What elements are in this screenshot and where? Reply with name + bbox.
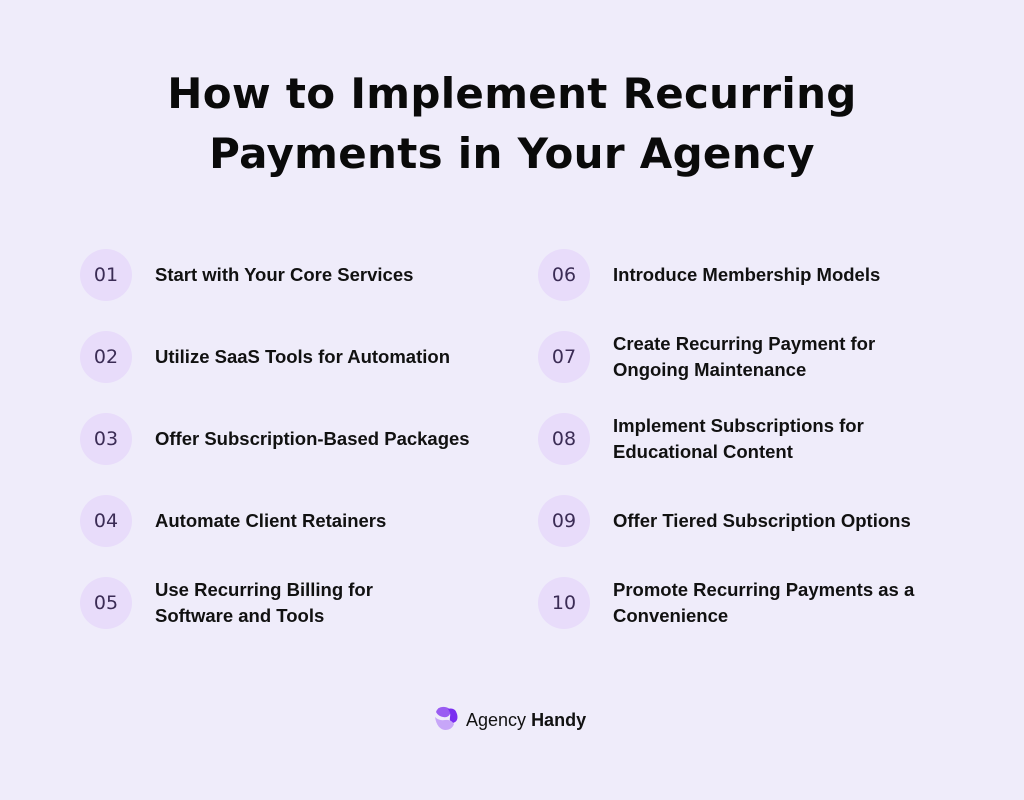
step-number-badge: 01 (80, 249, 132, 301)
step-number-badge: 07 (538, 331, 590, 383)
brand-name-bold: Handy (531, 710, 587, 730)
step-number-badge: 08 (538, 413, 590, 465)
step-number-badge: 06 (538, 249, 590, 301)
step-number-badge: 09 (538, 495, 590, 547)
right-steps-column: 06 Introduce Membership Models 07 Create… (538, 249, 978, 659)
title-line-1: How to Implement Recurring (167, 69, 857, 118)
step-item: 10 Promote Recurring Payments as a Conve… (538, 577, 978, 629)
step-number-badge: 03 (80, 413, 132, 465)
brand-name-regular: Agency (466, 710, 527, 730)
step-item: 07 Create Recurring Payment for Ongoing … (538, 331, 978, 383)
step-label: Promote Recurring Payments as a Convenie… (613, 579, 915, 626)
step-item: 02 Utilize SaaS Tools for Automation (80, 331, 520, 383)
step-number-badge: 05 (80, 577, 132, 629)
step-label: Use Recurring Billing for Software and T… (155, 579, 373, 626)
brand-name: Agency Handy (466, 710, 586, 731)
step-label: Implement Subscriptions for Educational … (613, 415, 864, 462)
step-item: 09 Offer Tiered Subscription Options (538, 495, 978, 547)
left-steps-column: 01 Start with Your Core Services 02 Util… (80, 249, 520, 659)
step-item: 06 Introduce Membership Models (538, 249, 978, 301)
step-item: 01 Start with Your Core Services (80, 249, 520, 301)
step-label: Introduce Membership Models (613, 264, 881, 285)
step-label: Create Recurring Payment for Ongoing Mai… (613, 333, 876, 380)
step-label: Automate Client Retainers (155, 510, 387, 531)
page-title: How to Implement Recurring Payments in Y… (0, 64, 1024, 184)
step-number-badge: 04 (80, 495, 132, 547)
step-item: 05 Use Recurring Billing for Software an… (80, 577, 520, 629)
step-item: 03 Offer Subscription-Based Packages (80, 413, 520, 465)
title-line-2: Payments in Your Agency (209, 129, 815, 178)
step-label: Offer Subscription-Based Packages (155, 428, 470, 449)
step-number-badge: 02 (80, 331, 132, 383)
brand-logo: Agency Handy (432, 704, 586, 737)
step-number-badge: 10 (538, 577, 590, 629)
step-item: 08 Implement Subscriptions for Education… (538, 413, 978, 465)
step-label: Utilize SaaS Tools for Automation (155, 346, 450, 367)
step-label: Start with Your Core Services (155, 264, 414, 285)
agency-handy-logo-icon (432, 704, 460, 737)
step-item: 04 Automate Client Retainers (80, 495, 520, 547)
step-label: Offer Tiered Subscription Options (613, 510, 911, 531)
